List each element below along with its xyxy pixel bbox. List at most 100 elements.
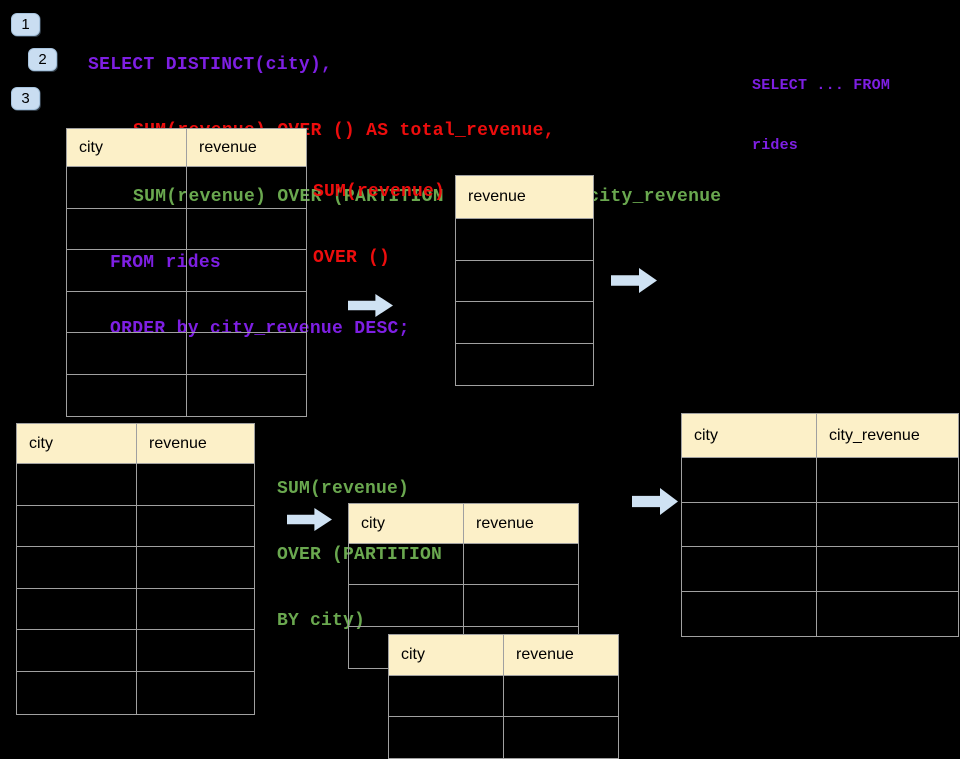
table-row [67,333,306,375]
empty-cell [187,167,306,209]
table-row [67,250,306,292]
annotation-partition-by-city: SUM(revenue) OVER (PARTITION BY city) [277,434,442,676]
column-header-revenue: revenue [504,635,618,676]
empty-cell [187,292,306,333]
table-row [349,544,578,586]
annotation-total-line-2: OVER () [313,248,391,268]
empty-cell [682,502,817,547]
step-badge-3: 3 [11,87,40,110]
empty-cell [137,547,254,589]
empty-cell [456,344,593,386]
table-row [389,676,618,717]
column-header-revenue: revenue [187,129,306,167]
annotation-partition-line-2: OVER (PARTITION [277,545,443,565]
empty-cell [187,209,306,250]
table-row [456,344,593,386]
table-row [17,547,254,589]
column-header-revenue: revenue [456,176,593,219]
table-row [682,547,958,592]
table-row [17,505,254,548]
table-row [682,458,958,503]
empty-cell [817,458,958,503]
empty-cell [817,503,958,547]
empty-cell [17,547,137,589]
empty-cell [67,167,187,209]
column-header-city: city [17,424,137,464]
empty-cell [464,585,578,627]
empty-cell [464,544,578,586]
column-header-city: city [67,129,187,167]
table-row [682,502,958,547]
empty-cell [349,585,464,627]
sql-line-select: SELECT DISTINCT(city), [88,55,333,75]
empty-cell [349,544,464,586]
empty-cell [17,630,137,672]
sql-line-from: FROM rides [110,253,222,273]
empty-cell [389,717,504,758]
empty-cell [682,547,817,592]
empty-cell [17,505,137,548]
side-note-line-1: SELECT ... FROM [752,77,891,94]
table-row [17,464,254,506]
table-row [67,167,306,209]
side-note-line-2: rides [752,137,799,154]
table-row [456,261,593,302]
sql-line-order-by: ORDER by city_revenue DESC; [110,319,410,339]
annotation-partition-line-3: BY city) [277,611,366,631]
table-row [17,630,254,672]
empty-cell [67,208,187,250]
empty-cell [187,333,306,375]
empty-cell [137,672,254,714]
arrow-right-icon [348,294,393,317]
table-row [67,208,306,250]
table-row [456,302,593,344]
table-row [389,717,618,758]
step-badge-2: 2 [28,48,57,71]
column-header-city: city [349,504,464,544]
empty-cell [187,250,306,292]
empty-cell [137,589,254,631]
annotation-partition-line-1: SUM(revenue) [277,479,410,499]
step-badge-1: 1 [11,13,40,36]
empty-cell [67,250,187,292]
empty-cell [389,676,504,717]
empty-cell [456,219,593,261]
side-note-select-from-rides: SELECT ... FROM rides [752,36,890,196]
empty-cell [17,588,137,631]
empty-cell [187,375,306,417]
table-row [67,374,306,417]
empty-cell [67,333,187,375]
empty-cell [817,547,958,592]
empty-cell [17,671,137,714]
table-row [682,591,958,637]
empty-cell [456,302,593,344]
annotation-total-revenue: SUM(revenue) OVER () [313,137,445,313]
empty-cell [137,464,254,506]
arrow-right-icon [632,488,678,515]
table-row [17,671,254,714]
column-header-city: city [389,635,504,676]
table-row [17,588,254,631]
table-row [349,585,578,627]
column-header-revenue: revenue [137,424,254,464]
empty-cell [504,676,618,717]
table-total-revenue-result: revenue [455,175,594,386]
column-header-city_revenue: city_revenue [817,414,958,458]
empty-cell [504,717,618,758]
arrow-right-icon [287,508,332,531]
empty-cell [67,374,187,416]
empty-cell [17,464,137,506]
annotation-total-line-1: SUM(revenue) [313,182,446,202]
column-header-revenue: revenue [464,504,578,544]
empty-cell [682,458,817,503]
arrow-right-icon [611,268,657,293]
empty-cell [67,291,187,333]
empty-cell [456,261,593,302]
empty-cell [682,591,817,636]
empty-cell [817,592,958,637]
table-row [67,291,306,333]
